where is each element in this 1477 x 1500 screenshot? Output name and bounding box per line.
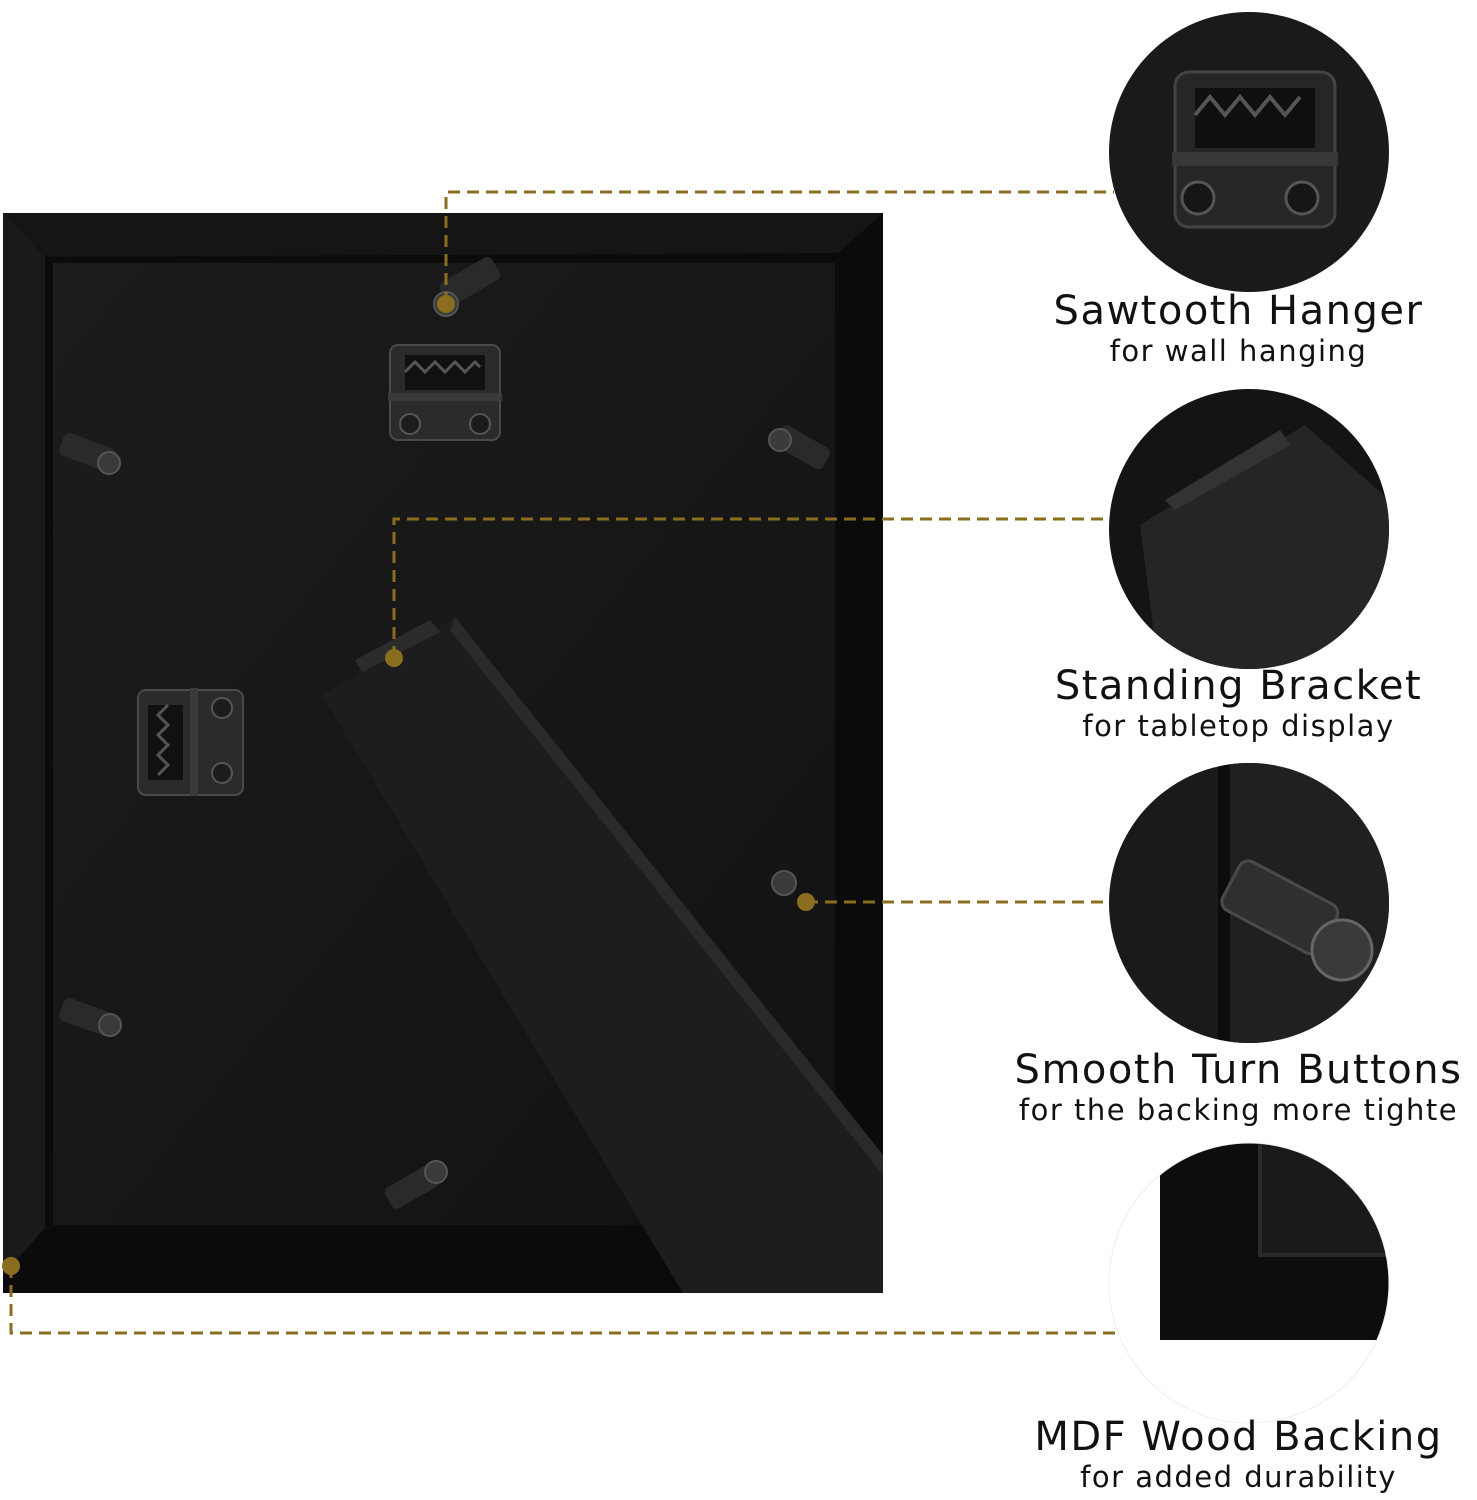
callout-lines <box>9 190 1120 1335</box>
feature-title: MDF Wood Backing <box>1034 1414 1443 1460</box>
feature-subtitle: for tabletop display <box>1082 709 1395 743</box>
callout-line-bracket <box>392 517 1108 658</box>
standing-easel <box>322 617 883 1293</box>
callout-dots <box>2 295 815 1275</box>
callout-line-hanger <box>444 190 1114 304</box>
feature-mdf-wood-backing: MDF Wood Backing for added durability <box>1000 1414 1477 1494</box>
turn-button-closeup <box>1109 763 1389 1043</box>
turn-button-upper-left <box>59 433 121 475</box>
sawtooth-hanger-side <box>137 688 244 796</box>
standing-bracket-closeup <box>1109 389 1389 669</box>
turn-button-lower-left <box>59 998 122 1037</box>
callout-line-backing <box>9 1266 1120 1335</box>
turn-button-upper-right <box>768 425 831 470</box>
mdf-backing-closeup <box>1108 1142 1390 1424</box>
feature-title: Smooth Turn Buttons <box>1014 1047 1463 1093</box>
feature-title: Standing Bracket <box>1054 663 1423 709</box>
feature-subtitle: for added durability <box>1080 1460 1397 1494</box>
feature-sawtooth-hanger: Sawtooth Hanger for wall hanging <box>1000 288 1477 368</box>
feature-title: Sawtooth Hanger <box>1053 288 1424 334</box>
sawtooth-hanger-closeup <box>1109 12 1389 292</box>
sawtooth-hanger-top <box>388 344 502 441</box>
feature-standing-bracket: Standing Bracket for tabletop display <box>1000 663 1477 743</box>
feature-subtitle: for wall hanging <box>1109 334 1368 368</box>
feature-subtitle: for the backing more tighte <box>1018 1093 1459 1127</box>
feature-smooth-turn-buttons: Smooth Turn Buttons for the backing more… <box>1000 1047 1477 1127</box>
turn-button-bottom <box>384 1160 448 1209</box>
picture-frame-back <box>3 213 883 1293</box>
turn-button-right <box>771 870 797 896</box>
